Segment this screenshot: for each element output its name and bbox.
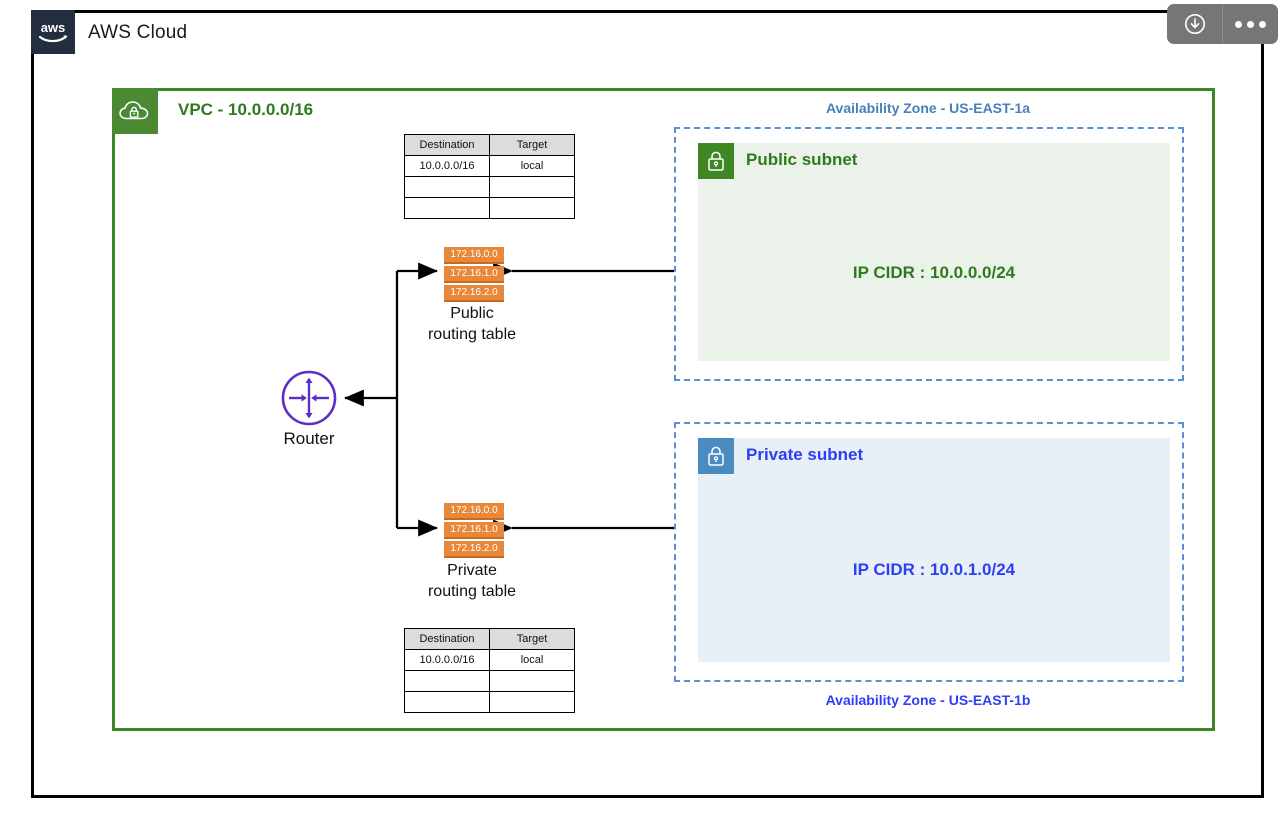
availability-zone-top: Public subnet IP CIDR : 10.0.0.0/24 [674,127,1184,381]
cell-target [489,691,575,713]
public-routing-table-label: Public routing table [377,303,567,345]
public-subnet: Public subnet IP CIDR : 10.0.0.0/24 [698,143,1170,361]
column-header-target: Target [489,628,575,650]
cell-target: local [489,649,575,671]
availability-zone-label-top: Availability Zone - US-EAST-1a [825,100,1031,116]
availability-zone-bottom: Private subnet IP CIDR : 10.0.1.0/24 [674,422,1184,682]
route-chip: 172.16.2.0 [444,285,504,302]
route-chip: 172.16.2.0 [444,541,504,558]
router-icon [281,370,337,426]
more-options-button[interactable] [1223,4,1278,44]
cell-target [489,197,575,219]
cell-target: local [489,155,575,177]
table-row [404,176,575,198]
label-line-2: routing table [427,583,517,600]
floating-toolbar[interactable] [1167,4,1278,44]
private-subnet-cidr: IP CIDR : 10.0.1.0/24 [852,560,1016,579]
svg-text:aws: aws [41,20,66,35]
private-subnet: Private subnet IP CIDR : 10.0.1.0/24 [698,438,1170,662]
column-header-destination: Destination [404,628,490,650]
public-route-table: Destination Target 10.0.0.0/16 local [404,134,575,219]
table-row: 10.0.0.0/16 local [404,649,575,671]
table-row: 10.0.0.0/16 local [404,155,575,177]
public-subnet-title: Public subnet [746,150,858,169]
lock-icon [708,446,724,466]
availability-zone-label-bottom: Availability Zone - US-EAST-1b [825,692,1031,708]
vpc-cloud-lock-icon [119,101,149,120]
label-line-2: routing table [427,326,517,343]
cell-target [489,670,575,692]
route-chip: 172.16.1.0 [444,266,504,283]
router-label: Router [283,429,335,448]
public-routing-table-chips: 172.16.0.0 172.16.1.0 172.16.2.0 [444,247,504,304]
private-routing-table-label: Private routing table [377,560,567,602]
label-line-1: Public [450,305,494,322]
cell-destination [404,197,490,219]
table-row [404,670,575,692]
column-header-target: Target [489,134,575,156]
download-icon [1184,14,1205,34]
vpc-badge [112,88,158,134]
column-header-destination: Destination [404,134,490,156]
table-header-row: Destination Target [404,134,575,156]
public-subnet-badge [698,143,734,179]
vpc-title: VPC - 10.0.0.0/16 [178,100,314,119]
cell-destination: 10.0.0.0/16 [404,155,490,177]
aws-logo-badge: aws [31,10,75,54]
private-subnet-title: Private subnet [746,445,864,464]
table-header-row: Destination Target [404,628,575,650]
label-line-1: Private [447,562,497,579]
lock-icon [708,151,724,171]
route-chip: 172.16.0.0 [444,247,504,264]
page-title: AWS Cloud [88,22,188,43]
route-chip: 172.16.1.0 [444,522,504,539]
table-row [404,197,575,219]
cell-destination [404,670,490,692]
toolbar-separator [1222,4,1223,44]
private-subnet-badge [698,438,734,474]
cell-destination [404,176,490,198]
more-options-icon [1235,20,1266,28]
cell-destination [404,691,490,713]
private-routing-table-chips: 172.16.0.0 172.16.1.0 172.16.2.0 [444,503,504,560]
route-chip: 172.16.0.0 [444,503,504,520]
aws-logo-icon: aws [38,20,68,43]
table-row [404,691,575,713]
private-route-table: Destination Target 10.0.0.0/16 local [404,628,575,713]
public-subnet-cidr: IP CIDR : 10.0.0.0/24 [852,263,1016,282]
cell-destination: 10.0.0.0/16 [404,649,490,671]
cell-target [489,176,575,198]
download-button[interactable] [1167,4,1222,44]
